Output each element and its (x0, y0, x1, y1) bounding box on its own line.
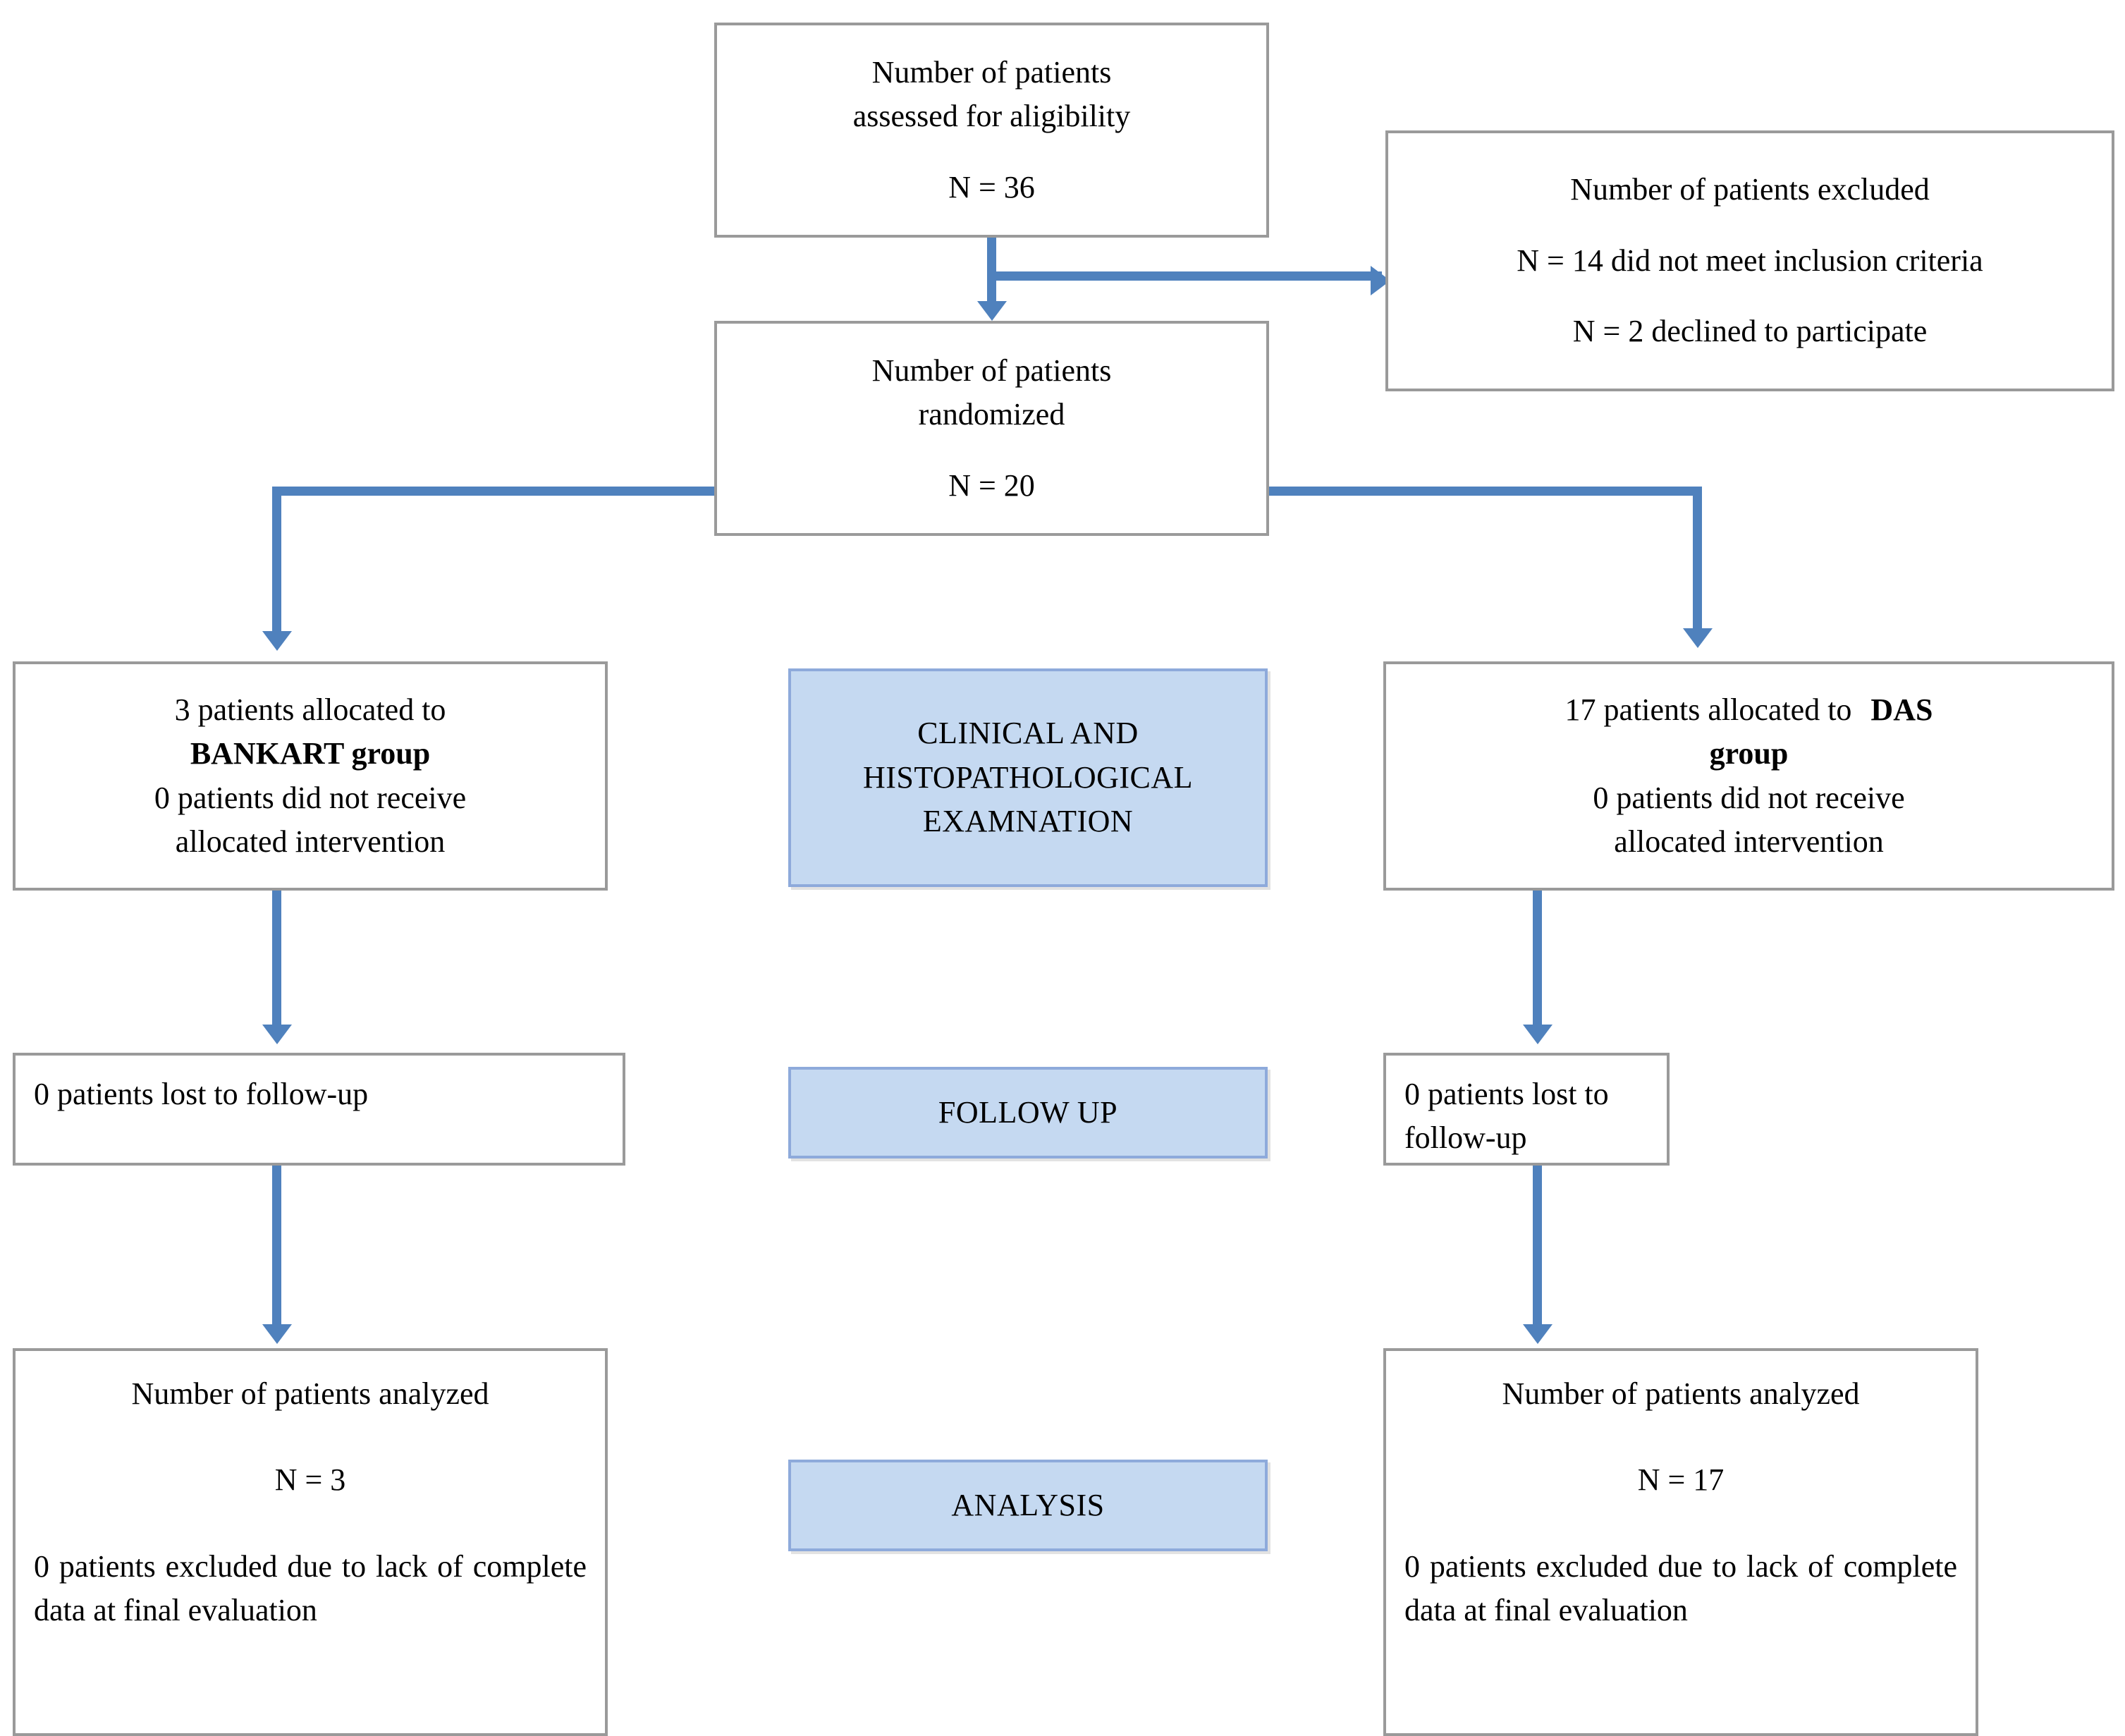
alloc-right-group: group (1404, 732, 2093, 776)
examination-line-2: HISTOPATHOLOGICAL (862, 759, 1194, 795)
alloc-left-line-2: 0 patients did not receive (154, 780, 467, 815)
node-patients-excluded: Number of patients excluded N = 14 did n… (1385, 130, 2114, 391)
arrowhead-left-analysis (262, 1324, 292, 1344)
alloc-right-line-3: 0 patients did not receive (1593, 780, 1905, 815)
node-assessed-for-eligibility: Number of patients assessed for aligibil… (714, 23, 1269, 238)
examination-line-1: CLINICAL AND (917, 716, 1139, 751)
excluded-line-2: N = 14 did not meet inclusion criteria (1517, 243, 1983, 278)
alloc-right-prefix: 17 patients allocated to (1564, 692, 1852, 727)
arrowhead-left-followup (262, 1025, 292, 1044)
excluded-line-1: Number of patients excluded (1570, 172, 1930, 207)
examination-line-3: EXAMNATION (922, 804, 1134, 839)
connector-right-allocation-to-followup (1533, 890, 1542, 1029)
arrowhead-right-analysis (1523, 1324, 1553, 1344)
node-analysis-bankart: Number of patients analyzed N = 3 0 pati… (13, 1348, 608, 1736)
analysis-right-note: 0 patients excluded due to lack of compl… (1404, 1548, 1957, 1628)
alloc-left-line-3: allocated intervention (175, 824, 446, 859)
stage-follow-up: FOLLOW UP (788, 1067, 1268, 1159)
followup-left-line-1: 0 patients lost to follow-up (34, 1077, 369, 1111)
analysis-left-note: 0 patients excluded due to lack of compl… (34, 1548, 587, 1628)
excluded-line-3: N = 2 declined to participate (1572, 314, 1928, 349)
stage-clinical-histopathological-examination: CLINICAL AND HISTOPATHOLOGICAL EXAMNATIO… (788, 668, 1268, 887)
alloc-right-group-abbrev: DAS (1870, 692, 1933, 727)
connector-left-allocation-to-followup (272, 890, 281, 1029)
analysis-stage-label: ANALYSIS (951, 1487, 1105, 1522)
node-analysis-das: Number of patients analyzed N = 17 0 pat… (1383, 1348, 1978, 1736)
alloc-left-group-label: BANKART group (190, 736, 431, 771)
node-allocation-bankart: 3 patients allocated to BANKART group 0 … (13, 661, 608, 891)
arrowhead-left-allocation (262, 631, 292, 651)
node-followup-bankart: 0 patients lost to follow-up (13, 1053, 625, 1166)
connector-left-followup-to-analysis (272, 1166, 281, 1329)
arrowhead-right-followup (1523, 1025, 1553, 1044)
randomized-count: N = 20 (948, 467, 1035, 503)
analysis-left-count: N = 3 (274, 1462, 346, 1498)
connector-randomized-to-left-branch (272, 487, 729, 496)
alloc-left-prefix: 3 patients allocated to (174, 692, 446, 727)
alloc-right-line-1: 17 patients allocated to DAS (1404, 688, 2093, 732)
node-allocation-das: 17 patients allocated to DAS group 0 pat… (1383, 661, 2114, 891)
connector-assessed-to-excluded (987, 271, 1382, 281)
alloc-left-line-1: 3 patients allocated to (34, 688, 587, 732)
connector-randomized-to-right-branch (1262, 487, 1702, 496)
alloc-right-line-4: allocated intervention (1614, 824, 1884, 859)
stage-analysis: ANALYSIS (788, 1460, 1268, 1551)
followup-right-line-1: 0 patients lost to follow-up (1404, 1077, 1609, 1156)
connector-left-branch-down (272, 487, 281, 636)
connector-right-branch-down (1693, 487, 1702, 633)
alloc-left-group: BANKART group (34, 732, 587, 776)
followup-stage-label: FOLLOW UP (938, 1094, 1118, 1130)
randomized-line-2: randomized (918, 397, 1065, 432)
arrowhead-right-allocation (1683, 628, 1713, 648)
assessed-count: N = 36 (948, 169, 1035, 204)
assessed-line-2: assessed for aligibility (852, 99, 1131, 134)
node-patients-randomized: Number of patients randomized N = 20 (714, 321, 1269, 536)
connector-right-followup-to-analysis (1533, 1166, 1542, 1329)
analysis-right-line-1: Number of patients analyzed (1502, 1376, 1860, 1411)
analysis-right-count: N = 17 (1637, 1462, 1725, 1498)
node-followup-das: 0 patients lost to follow-up (1383, 1053, 1670, 1166)
analysis-left-line-1: Number of patients analyzed (131, 1376, 489, 1411)
randomized-line-1: Number of patients (871, 353, 1112, 388)
assessed-line-1: Number of patients (871, 54, 1112, 90)
arrowhead-assessed-to-randomized (977, 301, 1007, 321)
alloc-right-group-label: group (1709, 736, 1789, 771)
